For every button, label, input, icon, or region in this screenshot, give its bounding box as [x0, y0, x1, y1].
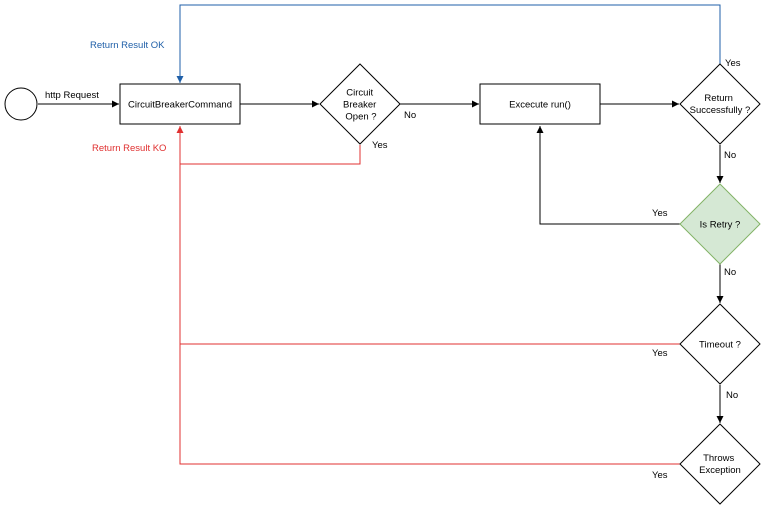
- breaker-open-label: Circuit Breaker Open ?: [343, 88, 379, 123]
- return-success-line-2: Successfully ?: [690, 105, 751, 116]
- throws-exception-decision: [679, 423, 761, 505]
- success-no-label: No: [724, 150, 736, 161]
- edge-breaker-yes-ko: [176, 126, 361, 165]
- timeout-yes-label: Yes: [652, 348, 668, 359]
- breaker-yes-label: Yes: [372, 140, 388, 151]
- start-node: [4, 87, 38, 121]
- breaker-open-decision: [319, 63, 401, 145]
- retry-no-label: No: [724, 267, 736, 278]
- retry-yes-label: Yes: [652, 208, 668, 219]
- timeout-no-label: No: [726, 390, 738, 401]
- throws-yes-label: Yes: [652, 470, 668, 481]
- return-success-line-1: Return: [704, 93, 733, 104]
- return-ok-label: Return Result OK: [90, 40, 165, 51]
- success-yes-label: Yes: [725, 58, 741, 69]
- edge-retry-yes-to-execute: [536, 126, 680, 225]
- throws-exception-label: Throws Exception: [699, 453, 741, 476]
- edge-success-yes-ok: [176, 4, 721, 83]
- is-retry-decision: [679, 183, 761, 265]
- return-success-label: Return Successfully ?: [690, 93, 751, 116]
- breaker-no-label: No: [404, 110, 416, 121]
- command-label: CircuitBreakerCommand: [128, 100, 232, 111]
- http-request-label: http Request: [45, 90, 99, 101]
- breaker-open-line-2: Breaker: [343, 100, 376, 111]
- execute-node: [479, 83, 601, 125]
- throws-line-2: Exception: [699, 465, 741, 476]
- command-node: [119, 83, 241, 125]
- return-success-decision: [679, 63, 761, 145]
- throws-line-1: Throws: [703, 453, 734, 464]
- breaker-open-line-1: Circuit: [346, 88, 373, 99]
- is-retry-label: Is Retry ?: [700, 220, 741, 231]
- timeout-decision: [679, 303, 761, 385]
- execute-label: Excecute run(): [509, 100, 571, 111]
- timeout-label: Timeout ?: [699, 340, 741, 351]
- return-ko-label: Return Result KO: [92, 143, 166, 154]
- breaker-open-line-3: Open ?: [345, 112, 376, 123]
- edge-throws-yes-ko: [179, 164, 680, 465]
